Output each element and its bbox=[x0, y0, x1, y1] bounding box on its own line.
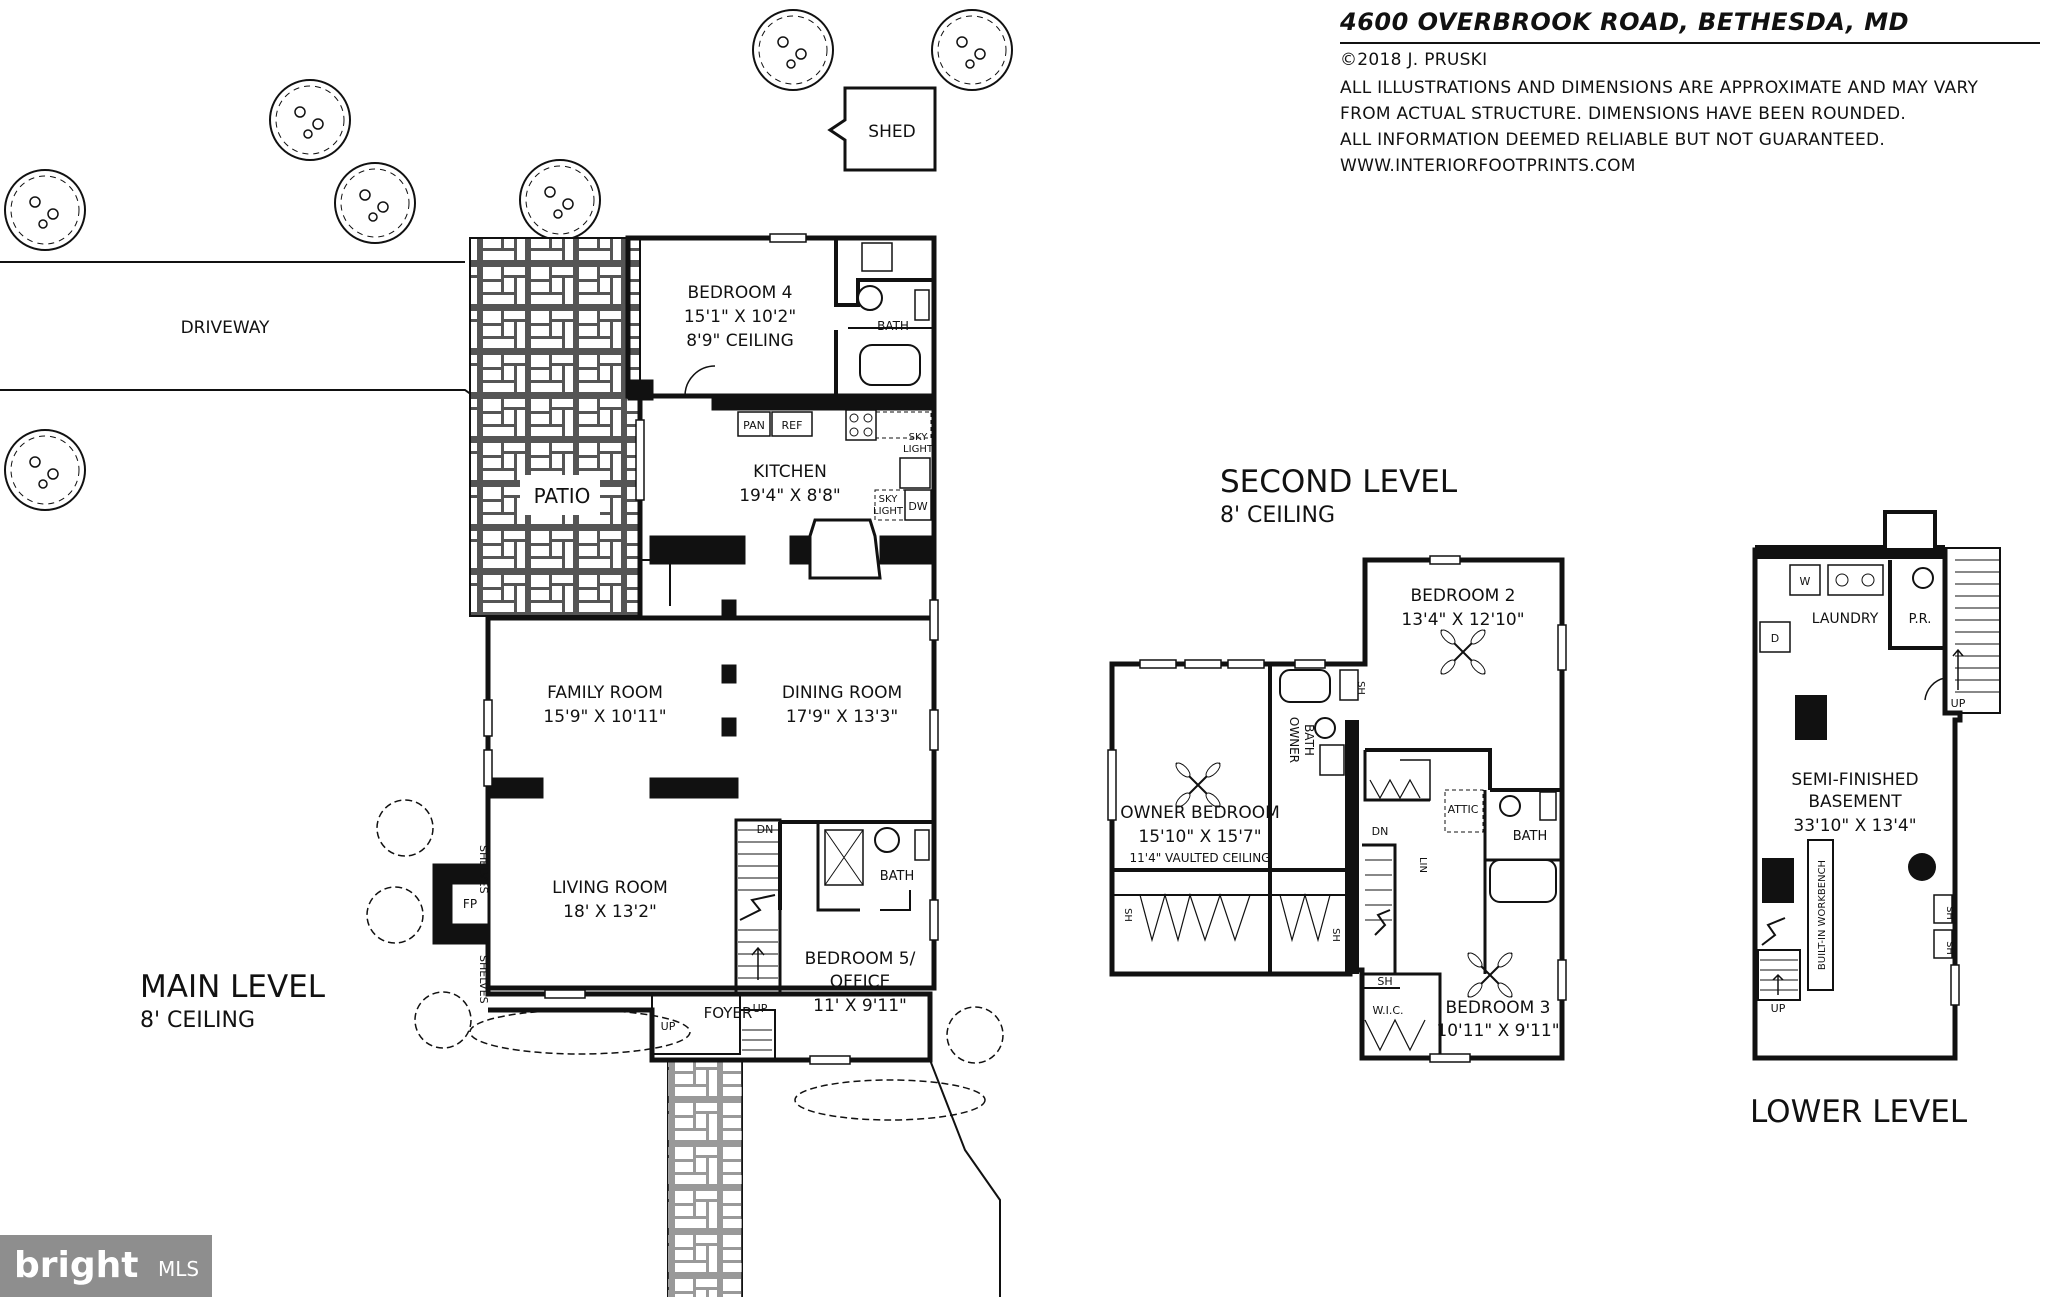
brand-suffix: MLS bbox=[158, 1257, 200, 1281]
patio: PATIO bbox=[469, 237, 641, 617]
lower-up-label-1: UP bbox=[1951, 697, 1966, 710]
disclaimer-line-1: ALL ILLUSTRATIONS AND DIMENSIONS ARE APP… bbox=[1340, 78, 1979, 98]
driveway-label: DRIVEWAY bbox=[181, 318, 270, 338]
basement-name1: SEMI-FINISHED bbox=[1791, 770, 1918, 790]
bedroom3-dims: 10'11" X 9'11" bbox=[1436, 1021, 1559, 1041]
sh-label-1: SH bbox=[1355, 681, 1366, 695]
shelves-label-b: SHELVES bbox=[477, 955, 490, 1004]
bath-label: BATH bbox=[1513, 829, 1548, 844]
stair-up-label: UP bbox=[753, 1002, 768, 1015]
owner-bath-label-b: BATH bbox=[1302, 724, 1316, 756]
bedroom2-dims: 13'4" X 12'10" bbox=[1401, 610, 1524, 630]
stair-dn-label: DN bbox=[757, 823, 774, 836]
bedroom5-name1: BEDROOM 5/ bbox=[805, 949, 916, 969]
bedroom3-name: BEDROOM 3 bbox=[1446, 998, 1551, 1018]
bedroom2-name: BEDROOM 2 bbox=[1411, 586, 1516, 606]
property-address-title: 4600 OVERBROOK ROAD, BETHESDA, MD bbox=[1340, 8, 1910, 36]
main-level-ceiling: 8' CEILING bbox=[140, 1008, 255, 1033]
kitchen-dims: 19'4" X 8'8" bbox=[739, 486, 841, 506]
laundry-label: LAUNDRY bbox=[1812, 611, 1879, 627]
main-level-title: MAIN LEVEL bbox=[140, 969, 326, 1005]
bath-upper-label: BATH bbox=[877, 319, 909, 333]
dining-room-name: DINING ROOM bbox=[782, 683, 902, 703]
skylight1-b: LIGHT bbox=[903, 444, 934, 455]
copyright-text: ©2018 J. PRUSKI bbox=[1340, 50, 1488, 70]
dining-room-dims: 17'9" X 13'3" bbox=[786, 707, 898, 727]
stair-dn-label-2: DN bbox=[1372, 825, 1389, 838]
sh-label-3: SH bbox=[1330, 928, 1341, 942]
basement-dims: 33'10" X 13'4" bbox=[1793, 816, 1916, 836]
bedroom4-name: BEDROOM 4 bbox=[688, 283, 793, 303]
owner-bedroom-ceiling: 11'4" VAULTED CEILING bbox=[1130, 851, 1271, 865]
skylight1-a: SKY bbox=[909, 432, 929, 443]
pan-label: PAN bbox=[743, 419, 765, 432]
bedroom4-dims: 15'1" X 10'2" bbox=[684, 307, 796, 327]
header-rule bbox=[1340, 42, 2040, 44]
skylight2-b: LIGHT bbox=[873, 506, 904, 517]
mls-watermark: bright MLS bbox=[0, 1235, 212, 1297]
family-room-name: FAMILY ROOM bbox=[547, 683, 663, 703]
lower-level-title: LOWER LEVEL bbox=[1750, 1094, 1968, 1130]
bath-lower-label: BATH bbox=[880, 869, 915, 884]
living-room-dims: 18' X 13'2" bbox=[563, 902, 657, 922]
fireplace-label: FP bbox=[463, 897, 477, 911]
main-level-plan: SHELVES SHELVES bbox=[432, 233, 939, 1065]
bedroom5-name2: OFFICE bbox=[830, 972, 891, 992]
sh-label-2: SH bbox=[1122, 908, 1133, 922]
lower-up-label-2: UP bbox=[1771, 1002, 1786, 1015]
foyer-label: FOYER bbox=[704, 1004, 753, 1022]
kitchen-name: KITCHEN bbox=[753, 462, 827, 482]
washer-label: W bbox=[1800, 575, 1811, 588]
bedroom5-dims: 11' X 9'11" bbox=[813, 996, 907, 1016]
shed-label: SHED bbox=[868, 122, 915, 142]
workbench-label: BUILT-IN WORKBENCH bbox=[1817, 860, 1828, 970]
brand-text: bright bbox=[14, 1245, 139, 1286]
website-link[interactable]: WWW.INTERIORFOOTPRINTS.COM bbox=[1340, 156, 1636, 176]
second-level-plan bbox=[1107, 555, 1567, 1063]
front-walkway bbox=[667, 1059, 1001, 1297]
ref-label: REF bbox=[782, 419, 803, 432]
shed: SHED bbox=[827, 86, 937, 172]
wic-label: W.I.C. bbox=[1372, 1004, 1403, 1017]
skylight2-a: SKY bbox=[879, 494, 899, 505]
lower-sh-label-2: SH bbox=[1944, 941, 1955, 955]
sh-label-4: SH bbox=[1377, 975, 1392, 988]
basement-name2: BASEMENT bbox=[1808, 792, 1902, 812]
entry-up-label: UP bbox=[661, 1020, 676, 1033]
pr-label: P.R. bbox=[1909, 612, 1932, 627]
dw-label: DW bbox=[908, 500, 927, 513]
owner-bedroom-dims: 15'10" X 15'7" bbox=[1138, 827, 1261, 847]
second-level-labels: BEDROOM 2 13'4" X 12'10" OWNER BEDROOM 1… bbox=[1120, 586, 1559, 1041]
second-level-title: SECOND LEVEL bbox=[1220, 464, 1458, 500]
owner-bedroom-name: OWNER BEDROOM bbox=[1120, 803, 1280, 823]
living-room-name: LIVING ROOM bbox=[552, 878, 668, 898]
bedroom4-ceiling: 8'9" CEILING bbox=[686, 331, 794, 351]
lower-sh-label-1: SH bbox=[1944, 906, 1955, 920]
owner-bath-label-a: OWNER bbox=[1287, 717, 1301, 763]
lower-level-labels: LAUNDRY P.R. W D UP UP SEMI-FINISHED BAS… bbox=[1771, 575, 1966, 1015]
main-level-labels: BEDROOM 4 15'1" X 10'2" 8'9" CEILING BAT… bbox=[463, 283, 934, 1033]
driveway: DRIVEWAY bbox=[0, 261, 491, 409]
lower-level-plan bbox=[1752, 510, 2001, 1061]
patio-label: PATIO bbox=[534, 484, 591, 508]
disclaimer-line-3: ALL INFORMATION DEEMED RELIABLE BUT NOT … bbox=[1340, 130, 1886, 150]
disclaimer-line-2: FROM ACTUAL STRUCTURE. DIMENSIONS HAVE B… bbox=[1340, 104, 1907, 124]
shelves-label-a: SHELVES bbox=[477, 845, 490, 894]
second-level-ceiling: 8' CEILING bbox=[1220, 503, 1335, 528]
attic-label: ATTIC bbox=[1448, 803, 1479, 816]
family-room-dims: 15'9" X 10'11" bbox=[543, 707, 666, 727]
dryer-label: D bbox=[1771, 632, 1779, 645]
lin-label: LIN bbox=[1417, 857, 1428, 873]
